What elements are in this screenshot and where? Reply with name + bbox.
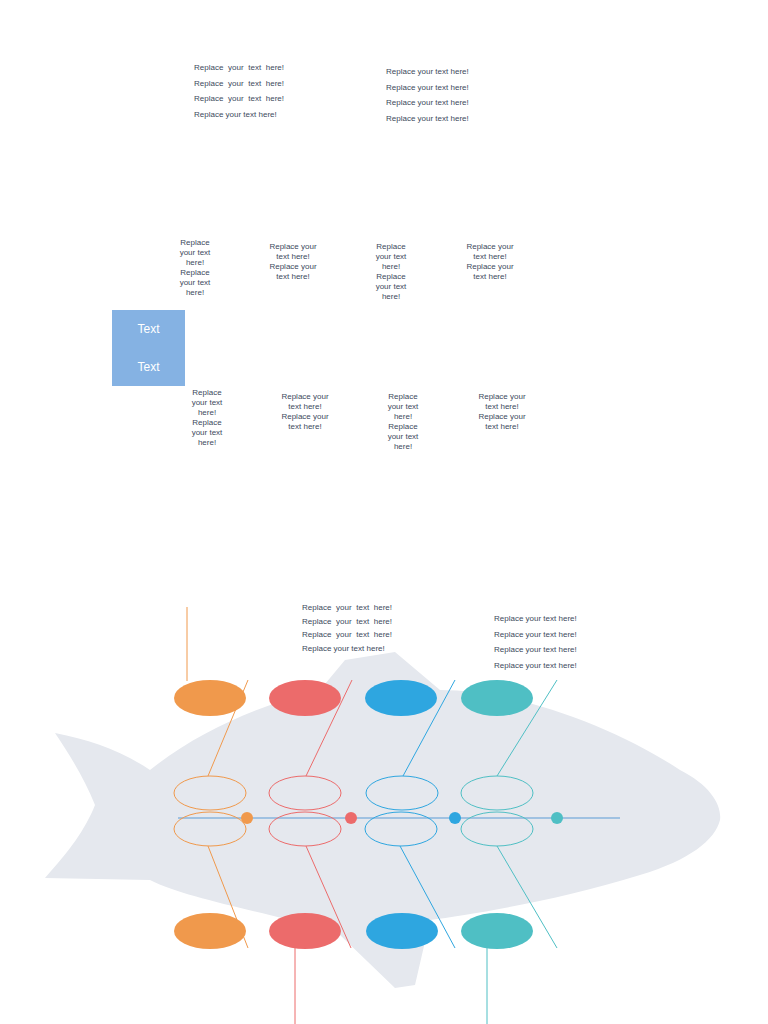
outline-ellipses [174,776,533,846]
filled-ellipse [366,913,438,949]
filled-ellipse [365,680,437,716]
spine-dot [241,812,253,824]
text-label: Replace your text here! Replace your tex… [474,392,530,432]
leader-line [487,948,488,1024]
leader-line [295,948,296,1024]
outline-ellipse [269,776,341,810]
text-label: Replace your text here! Replace your tex… [265,242,321,282]
text-label: Replace your text here! Replace your tex… [372,242,410,302]
text-label: Replace your text here! Replace your tex… [176,238,214,298]
filled-ellipse [461,680,533,716]
text-label: Replace your text here! Replace your tex… [494,611,590,673]
filled-ellipse [174,680,246,716]
spine-dot [551,812,563,824]
outline-ellipse [174,812,246,846]
filled-ellipse [269,680,341,716]
outline-ellipse [365,812,437,846]
text-label: Replace your text here! Replace your tex… [302,601,392,655]
outline-ellipse [461,776,533,810]
text-label: Replace your text here! Replace your tex… [386,64,482,126]
spine-dots [241,812,563,824]
text-label: Replace your text here! Replace your tex… [277,392,333,432]
spine-dot [345,812,357,824]
box-text: Text [137,360,159,374]
filled-ellipse [269,913,341,949]
bone-lines [187,607,557,1024]
filled-ellipse [174,913,246,949]
outline-ellipse [461,812,533,846]
outline-ellipse [174,776,246,810]
leader-line [187,607,188,681]
text-label: Replace your text here! Replace your tex… [462,242,518,282]
filled-ellipse [461,913,533,949]
outline-ellipse [366,776,438,810]
box-text: Text [137,322,159,336]
text-box: TextText [112,310,185,386]
text-label: Replace your text here! Replace your tex… [188,388,226,448]
outline-ellipse [269,812,341,846]
text-label: Replace your text here! Replace your tex… [384,392,422,452]
fish-silhouette [45,652,720,988]
text-label: Replace your text here! Replace your tex… [194,60,284,122]
spine-dot [449,812,461,824]
filled-ellipses [174,680,533,949]
